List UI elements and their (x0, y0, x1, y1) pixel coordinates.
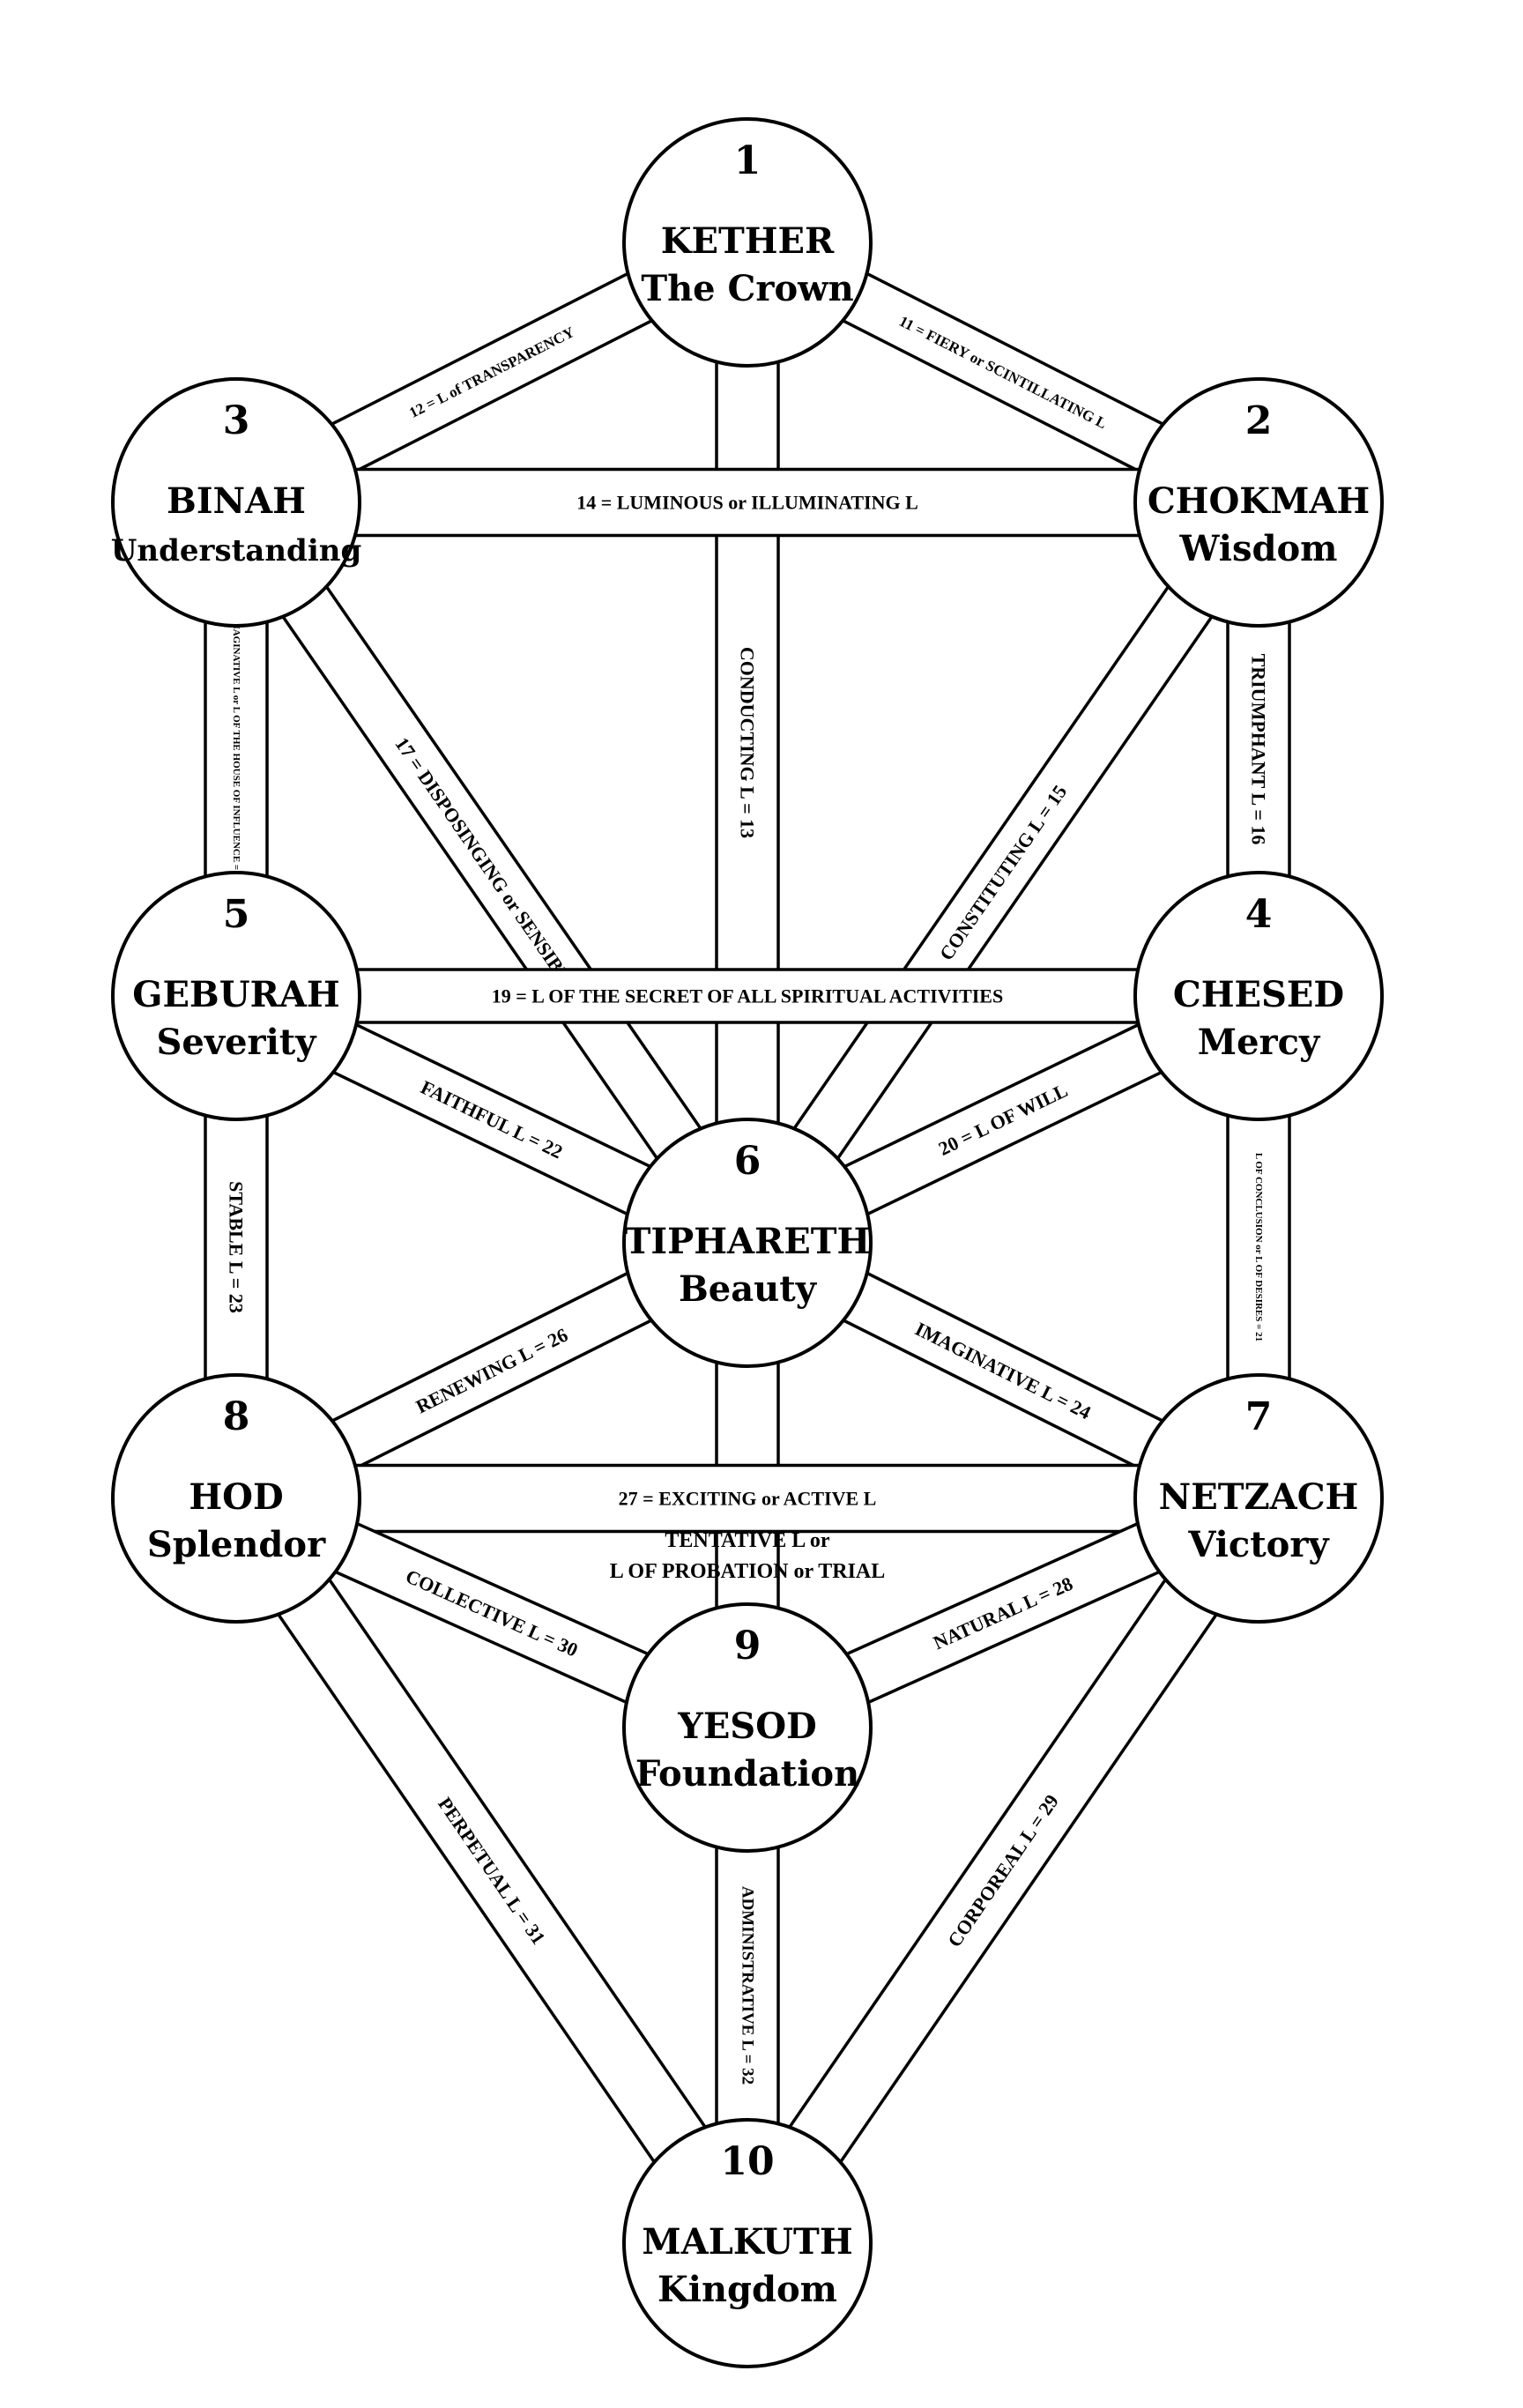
path-label-1-6: CONDUCTING L = 13 (737, 647, 759, 838)
sephirah-name: CHESED (1173, 974, 1344, 1015)
sephirah-name: GEBURAH (132, 974, 339, 1015)
sephirah-title: Wisdom (1179, 528, 1338, 569)
sephirah-circle (1133, 871, 1384, 1121)
sephirah-circle (111, 1373, 361, 1624)
annotation-layer: TENTATIVE L or L OF PROBATION or TRIAL (610, 1529, 886, 1583)
path-3-2: 14 = LUMINOUS or ILLUMINATING L (234, 467, 1260, 538)
path-label-3-2: 14 = LUMINOUS or ILLUMINATING L (576, 492, 918, 514)
sephirah-title: Kingdom (657, 2269, 837, 2310)
path-label-5-4: 19 = L OF THE SECRET OF ALL SPIRITUAL AC… (492, 985, 1003, 1007)
tentative-note-line1: TENTATIVE L or (665, 1529, 829, 1552)
sephirah-title: The Crown (641, 268, 853, 309)
sephirah-name: CHOKMAH (1148, 480, 1370, 522)
sephirah-circle (622, 1118, 873, 1368)
sephirah-number: 9 (734, 1624, 762, 1669)
sephirah-number: 8 (223, 1394, 250, 1439)
sephirah-circle (622, 2118, 873, 2368)
sephirah-number: 2 (1245, 398, 1273, 443)
path-label-2-4: TRIUMPHANT L = 16 (1248, 654, 1270, 845)
sephirah-circle (622, 1602, 873, 1853)
sephirah-circle (1133, 377, 1384, 628)
path-label-1-2: 11 = FIERY or SCINTILLATING L (896, 313, 1110, 432)
sephirah-number: 4 (1245, 892, 1273, 937)
sephirah-circle (622, 117, 873, 368)
path-label-5-8: STABLE L = 23 (226, 1181, 248, 1313)
path-label-2-6: CONSTITUTING L = 15 (935, 781, 1071, 964)
sephirah-name: BINAH (167, 480, 306, 522)
sephirah-title: Severity (156, 1022, 317, 1063)
sephirah-number: 3 (223, 398, 250, 443)
sephirah-number: 1 (734, 138, 762, 183)
sephirah-circle (1133, 1373, 1384, 1624)
path-label-6-7: IMAGINATIVE L = 24 (911, 1318, 1094, 1423)
sephirah-name: KETHER (661, 220, 835, 262)
sephirah-name: TIPHARETH (625, 1221, 871, 1262)
sephirah-name: NETZACH (1159, 1476, 1359, 1518)
path-label-8-7: 27 = EXCITING or ACTIVE L (619, 1488, 877, 1510)
path-8-7: 27 = EXCITING or ACTIVE L (234, 1463, 1260, 1534)
tentative-note-line2: L OF PROBATION or TRIAL (610, 1560, 886, 1583)
sephirah-title: Foundation (635, 1753, 859, 1795)
path-5-4: 19 = L OF THE SECRET OF ALL SPIRITUAL AC… (234, 968, 1260, 1024)
sephirah-number: 10 (720, 2139, 774, 2184)
sephirah-circle (111, 871, 361, 1121)
sephirah-title: Victory (1187, 1524, 1330, 1565)
sephirah-title: Understanding (111, 533, 361, 569)
sephirah-name: YESOD (677, 1706, 816, 1747)
sephirah-name: MALKUTH (642, 2221, 852, 2263)
sephirah-title: Mercy (1198, 1022, 1321, 1063)
sephirah-title: Beauty (679, 1268, 818, 1310)
path-1-6: CONDUCTING L = 13 (715, 241, 780, 1245)
path-label-3-5: IMAGINATIVE L or L OF THE HOUSE OF INFLU… (231, 616, 241, 882)
sephirah-title: Splendor (147, 1524, 326, 1565)
sephirah-number: 5 (223, 892, 250, 937)
sephirah-circle (111, 377, 361, 628)
sephirah-number: 7 (1245, 1394, 1273, 1439)
path-label-4-7: L OF CONCLUSION or L OF DESIRES = 21 (1253, 1153, 1264, 1341)
sephirah-name: HOD (189, 1476, 283, 1518)
sephirah-number: 6 (734, 1139, 762, 1184)
path-label-9-10: ADMINISTRATIVE L = 32 (739, 1886, 757, 2085)
